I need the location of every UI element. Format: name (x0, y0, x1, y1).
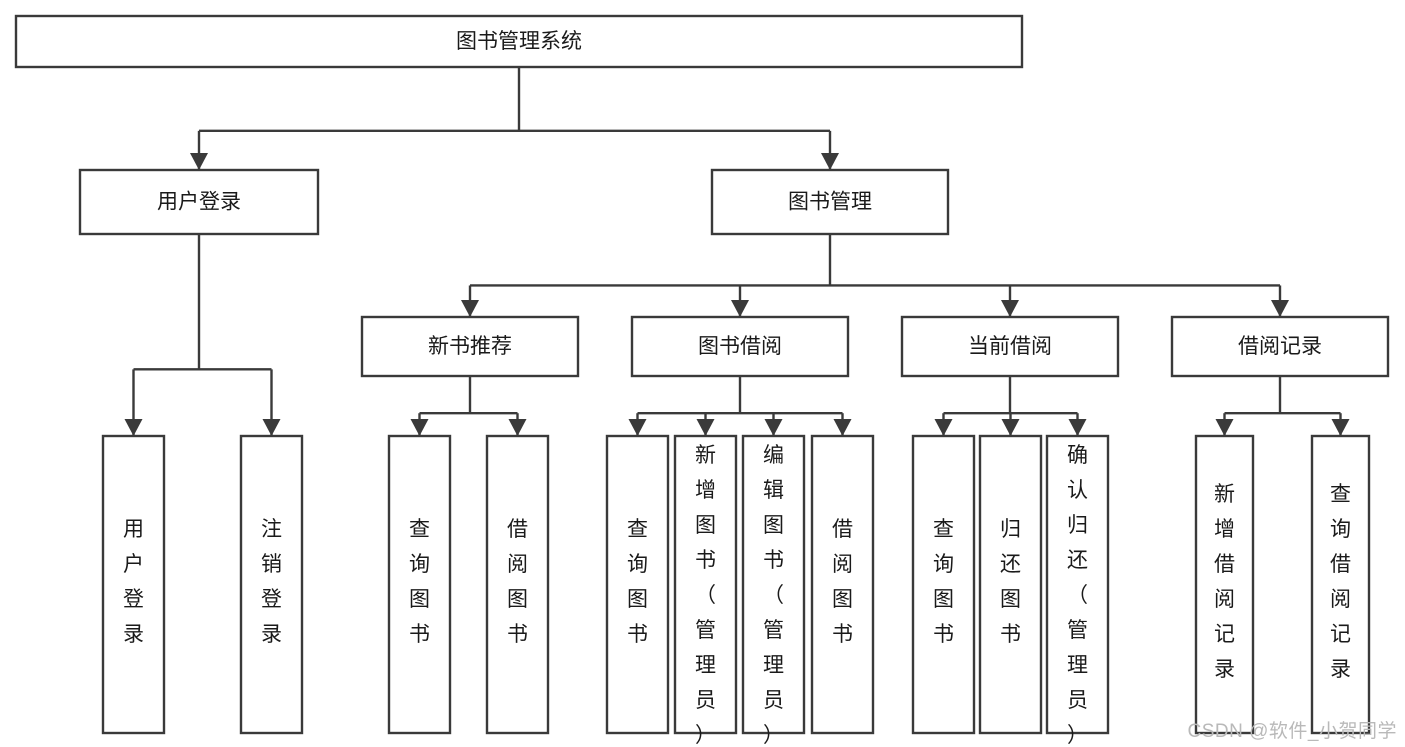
node-box[interactable] (1045, 434, 1110, 735)
node-book-borrow[interactable]: 图书借阅 (630, 315, 850, 378)
connector-arrowhead (190, 153, 208, 170)
connector-arrowhead (461, 300, 479, 317)
node-new-book-recommend[interactable]: 新书推荐 (360, 315, 580, 378)
node-label: 查询图书 (409, 518, 430, 646)
node-label: 新增图书（管理员） (695, 444, 716, 747)
node-leaf-confirm-return[interactable]: 确认归还（管理员） (1045, 434, 1110, 747)
connector-arrowhead (731, 300, 749, 317)
node-box[interactable] (605, 434, 670, 735)
connector-arrowhead (124, 419, 143, 436)
node-leaf-query-book-2[interactable]: 查询图书 (605, 434, 670, 735)
node-box[interactable] (911, 434, 976, 735)
node-label: 查询图书 (933, 518, 954, 646)
node-box[interactable] (360, 315, 580, 378)
connector-arrowhead (628, 419, 647, 436)
node-book-manage[interactable]: 图书管理 (710, 168, 950, 236)
node-label: 借阅图书 (832, 518, 853, 646)
node-leaf-edit-book[interactable]: 编辑图书（管理员） (741, 434, 806, 747)
node-leaf-query-record[interactable]: 查询借阅记录 (1310, 434, 1371, 735)
node-box[interactable] (1170, 315, 1390, 378)
node-label: 确认归还（管理员） (1067, 444, 1088, 747)
node-label: 编辑图书（管理员） (763, 444, 784, 747)
node-label: 用户登录 (157, 191, 241, 214)
node-leaf-logout[interactable]: 注销登录 (239, 434, 304, 735)
node-box[interactable] (387, 434, 452, 735)
node-user-login[interactable]: 用户登录 (78, 168, 320, 236)
node-box[interactable] (978, 434, 1043, 735)
connector-arrowhead (1068, 419, 1087, 436)
node-box[interactable] (741, 434, 806, 735)
connector-arrowhead (262, 419, 281, 436)
connector-arrowhead (1215, 419, 1234, 436)
node-box[interactable] (78, 168, 320, 236)
node-label: 图书管理系统 (456, 30, 582, 53)
connector-arrowhead (764, 419, 783, 436)
node-leaf-borrow-book-2[interactable]: 借阅图书 (810, 434, 875, 735)
node-root-system[interactable]: 图书管理系统 (14, 14, 1024, 69)
node-box[interactable] (485, 434, 550, 735)
node-box[interactable] (239, 434, 304, 735)
connector-arrowhead (1001, 419, 1020, 436)
node-box[interactable] (810, 434, 875, 735)
node-box[interactable] (1310, 434, 1371, 735)
node-box[interactable] (101, 434, 166, 735)
node-label: 借阅记录 (1238, 335, 1322, 358)
node-box[interactable] (14, 14, 1024, 69)
connector-arrowhead (833, 419, 852, 436)
node-label: 查询图书 (627, 518, 648, 646)
node-leaf-query-book-1[interactable]: 查询图书 (387, 434, 452, 735)
node-box[interactable] (1194, 434, 1255, 735)
node-leaf-borrow-book-1[interactable]: 借阅图书 (485, 434, 550, 735)
node-label: 借阅图书 (507, 518, 528, 646)
node-leaf-query-book-3[interactable]: 查询图书 (911, 434, 976, 735)
node-label: 图书管理 (788, 191, 872, 214)
node-label: 图书借阅 (698, 335, 782, 358)
node-label: 归还图书 (1000, 518, 1021, 646)
node-box[interactable] (673, 434, 738, 735)
node-layer: 图书管理系统用户登录图书管理新书推荐图书借阅当前借阅借阅记录用户登录注销登录查询… (14, 14, 1390, 747)
connector-arrowhead (1001, 300, 1019, 317)
node-current-borrow[interactable]: 当前借阅 (900, 315, 1120, 378)
node-label: 查询借阅记录 (1330, 483, 1351, 681)
node-label: 新书推荐 (428, 335, 512, 358)
node-borrow-record[interactable]: 借阅记录 (1170, 315, 1390, 378)
node-leaf-add-book[interactable]: 新增图书（管理员） (673, 434, 738, 747)
node-leaf-user-login[interactable]: 用户登录 (101, 434, 166, 735)
node-leaf-return-book[interactable]: 归还图书 (978, 434, 1043, 735)
node-label: 当前借阅 (968, 335, 1052, 358)
node-box[interactable] (710, 168, 950, 236)
node-label: 新增借阅记录 (1214, 483, 1235, 681)
node-label: 注销登录 (261, 518, 282, 646)
connector-arrowhead (821, 153, 839, 170)
connector-arrowhead (1331, 419, 1350, 436)
connector-arrowhead (934, 419, 953, 436)
node-label: 用户登录 (123, 518, 144, 646)
connector-arrowhead (1271, 300, 1289, 317)
connector-layer (124, 67, 1350, 436)
connector-arrowhead (410, 419, 429, 436)
node-leaf-add-record[interactable]: 新增借阅记录 (1194, 434, 1255, 735)
node-box[interactable] (900, 315, 1120, 378)
connector-arrowhead (696, 419, 715, 436)
connector-arrowhead (508, 419, 527, 436)
node-box[interactable] (630, 315, 850, 378)
